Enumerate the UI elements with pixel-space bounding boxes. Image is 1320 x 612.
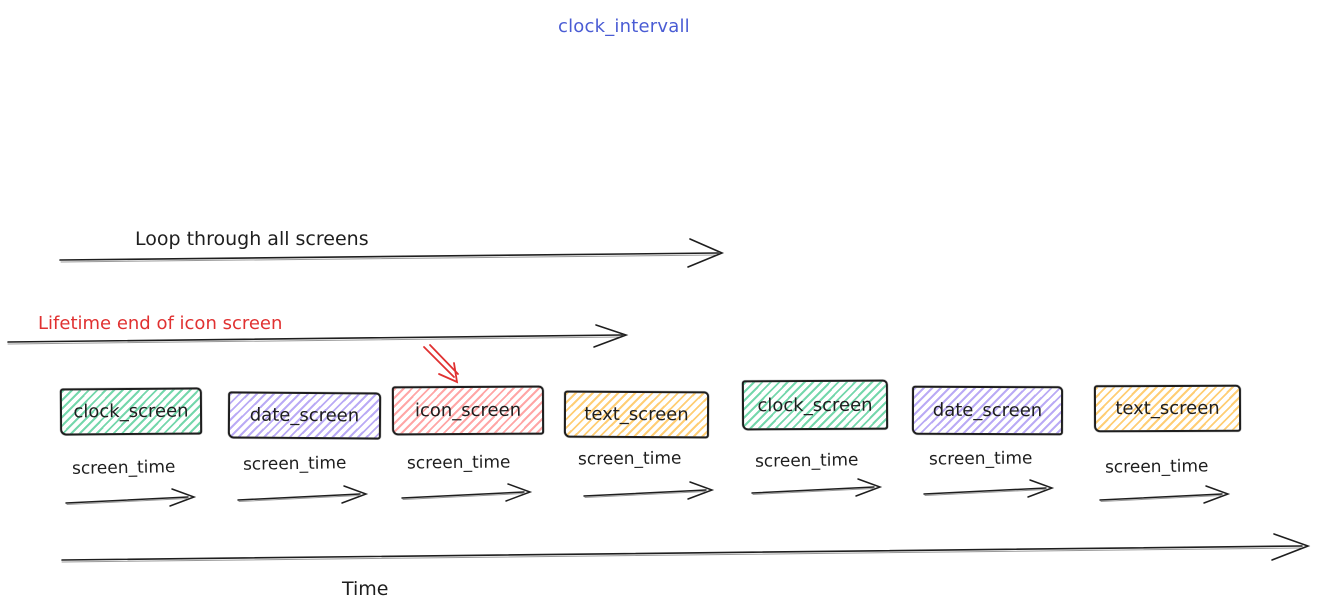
screen-box-label: text_screen xyxy=(1115,397,1220,420)
time-axis-arrow xyxy=(61,533,1311,563)
lifetime-arrow xyxy=(7,324,629,348)
screen-time-arrow xyxy=(401,483,533,502)
screen-time-label: screen_time xyxy=(71,457,176,479)
screen-time-arrow xyxy=(583,481,715,500)
lifetime-annotation-label: Lifetime end of icon screen xyxy=(38,313,283,334)
diagram-title: clock_intervall xyxy=(558,16,690,37)
screen-box-label: icon_screen xyxy=(414,399,522,422)
screen-time-arrow xyxy=(923,479,1055,498)
screen-box-label: date_screen xyxy=(249,404,360,427)
loop-arrow xyxy=(59,238,725,268)
screen-time-label: screen_time xyxy=(928,448,1033,470)
screen-box-label: text_screen xyxy=(584,403,689,426)
screen-time-label: screen_time xyxy=(1104,456,1209,478)
screen-box: text_screen xyxy=(1093,384,1242,433)
screen-box: text_screen xyxy=(563,390,710,439)
screen-time-arrow xyxy=(237,485,369,504)
screen-time-arrow xyxy=(65,488,197,507)
loop-annotation-label: Loop through all screens xyxy=(135,228,369,250)
icon-screen-pointer-arrow xyxy=(423,344,459,384)
screen-time-label: screen_time xyxy=(577,448,682,470)
screen-time-arrow xyxy=(1099,485,1231,504)
screen-box: date_screen xyxy=(227,391,382,440)
screen-box-label: date_screen xyxy=(932,399,1043,422)
screen-box: clock_screen xyxy=(741,379,889,431)
screen-time-label: screen_time xyxy=(754,450,859,472)
screen-time-arrow xyxy=(751,478,883,497)
screen-box: icon_screen xyxy=(391,385,545,436)
screen-time-label: screen_time xyxy=(242,453,347,475)
time-axis-label: Time xyxy=(342,578,389,600)
screen-time-label: screen_time xyxy=(406,452,511,474)
screen-box-label: clock_screen xyxy=(757,394,873,416)
screen-box-label: clock_screen xyxy=(73,400,189,423)
screen-box: date_screen xyxy=(911,385,1064,436)
screen-box: clock_screen xyxy=(59,387,203,436)
